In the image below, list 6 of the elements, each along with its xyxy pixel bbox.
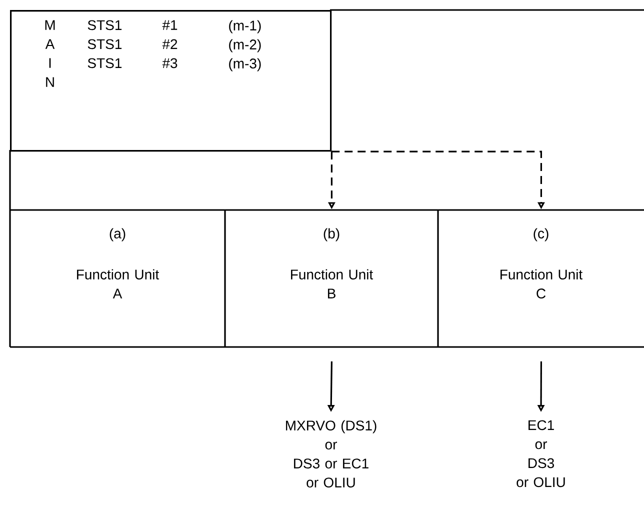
function-unit-box: (a) Function Unit A	[9, 209, 226, 348]
function-unit-box: (b) Function Unit B	[225, 209, 439, 348]
output-label: MXRVO (DS1) or DS3 or EC1 or OLIU	[286, 420, 376, 488]
function-unit-box: (c) Function Unit C	[438, 209, 644, 348]
main-box: M A I N STS1 #1 (m-1) STS1 #2 (m-2) STS1 #3 (m-3)	[10, 10, 332, 152]
output-label: EC1 or DS3 or OLIU	[516, 420, 565, 488]
